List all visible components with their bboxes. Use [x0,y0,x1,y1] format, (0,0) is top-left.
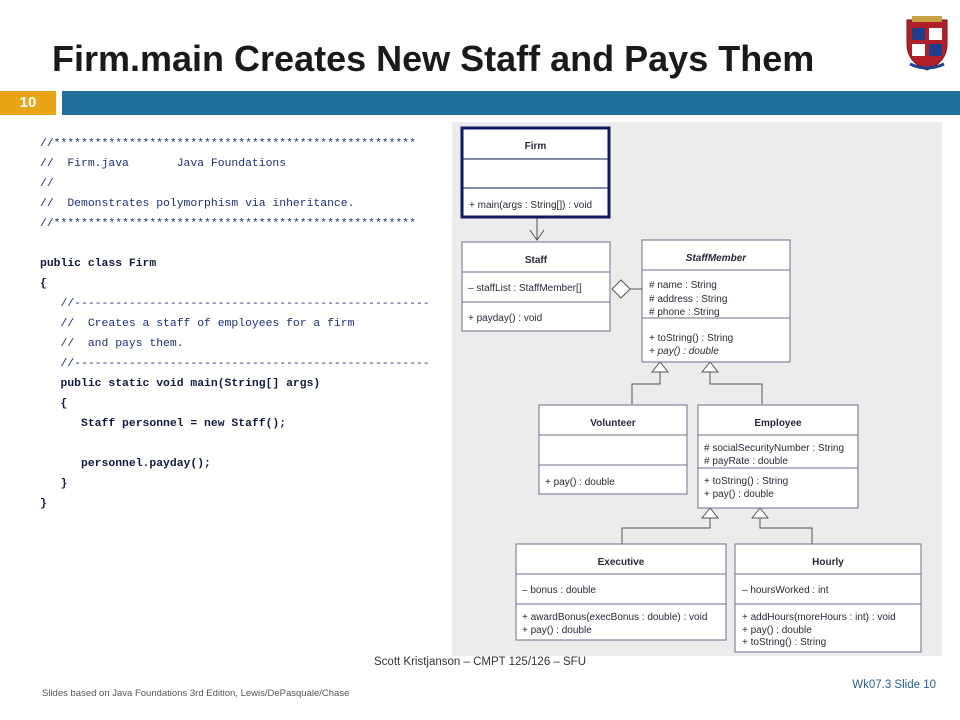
code-line: // Firm.java Java Foundations [40,158,287,170]
executive-method: + pay() : double [522,625,592,636]
code-line: } [40,498,47,510]
code-line: personnel.payday(); [40,458,211,470]
code-listing: //**************************************… [40,134,460,514]
code-line: { [40,398,68,410]
code-line [40,234,460,254]
employee-attribute: # payRate : double [704,456,788,467]
executive-class-name: Executive [598,557,645,568]
hourly-method: + addHours(moreHours : int) : void [742,612,896,623]
code-line [40,434,460,454]
hourly-method: + pay() : double [742,625,812,636]
code-line: public class Firm [40,258,157,270]
footer-author: Scott Kristjanson – CMPT 125/126 – SFU [374,656,586,668]
code-line: //**************************************… [40,138,416,150]
firm-class-name: Firm [525,141,547,152]
code-line: Staff personnel = new Staff(); [40,418,287,430]
staffmember-method: + pay() : double [649,346,719,357]
code-line: // Demonstrates polymorphism via inherit… [40,198,355,210]
employee-method: + pay() : double [704,489,774,500]
hourly-class-name: Hourly [812,557,844,568]
code-line: { [40,278,47,290]
staffmember-class-name: StaffMember [686,253,747,264]
footer-slide-number: Wk07.3 Slide 10 [852,679,936,691]
volunteer-class-name: Volunteer [590,418,635,429]
volunteer-class-box [538,404,688,495]
staffmember-method: + toString() : String [649,333,733,344]
staffmember-attribute: # phone : String [649,307,720,318]
employee-class-name: Employee [754,418,802,429]
code-line: //**************************************… [40,218,416,230]
hourly-attribute: – hoursWorked : int [742,585,829,596]
slide-number-badge: 10 [0,91,56,115]
staff-class-name: Staff [525,255,548,266]
code-line: // [40,178,54,190]
staff-attribute: – staffList : StaffMember[] [468,283,582,294]
code-line: // and pays them. [40,338,184,350]
firm-method: + main(args : String[]) : void [469,200,592,211]
employee-attribute: # socialSecurityNumber : String [704,443,844,454]
staffmember-attribute: # name : String [649,280,717,291]
executive-class-box [515,543,727,641]
uml-class-diagram: Firm + main(args : String[]) : void Staf… [452,122,942,656]
employee-method: + toString() : String [704,476,788,487]
volunteer-method: + pay() : double [545,477,615,488]
firm-class-box [460,126,611,219]
code-line: // Creates a staff of employees for a fi… [40,318,355,330]
employee-class-box [697,404,859,509]
code-line: public static void main(String[] args) [40,378,321,390]
title-divider-bar [62,91,960,115]
code-line: } [40,478,68,490]
executive-attribute: – bonus : double [522,585,596,596]
staffmember-attribute: # address : String [649,294,727,305]
university-crest-icon [906,16,948,71]
code-line: //--------------------------------------… [40,298,430,310]
footer-source-note: Slides based on Java Foundations 3rd Edi… [42,688,350,699]
hourly-class-box [734,543,922,653]
hourly-method: + toString() : String [742,637,826,648]
code-line: //--------------------------------------… [40,358,430,370]
staff-method: + payday() : void [468,313,542,324]
staff-class-box [461,241,611,332]
executive-method: + awardBonus(execBonus : double) : void [522,612,707,623]
staffmember-class-box [641,239,791,363]
slide-title: Firm.main Creates New Staff and Pays The… [52,38,815,79]
